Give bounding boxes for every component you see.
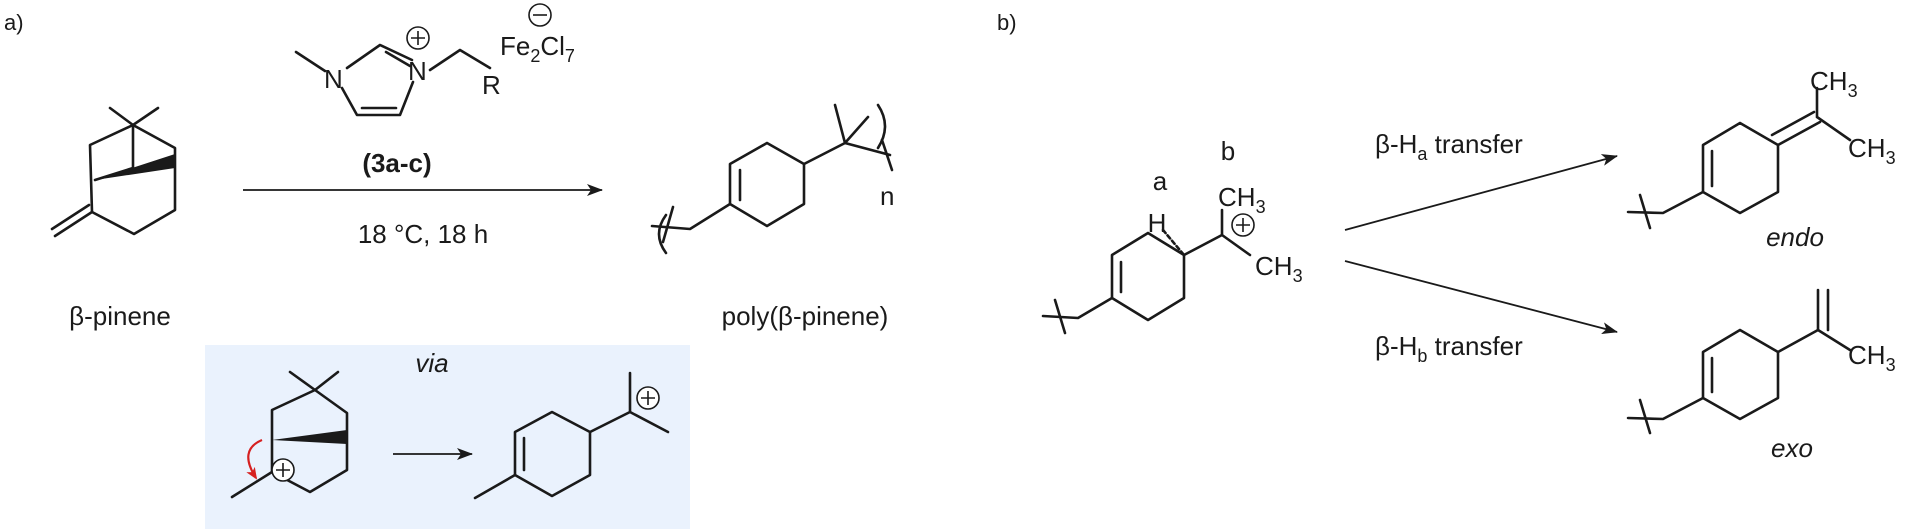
panel-label-a: a) bbox=[4, 10, 24, 35]
ch3-top: CH3 bbox=[1218, 182, 1266, 217]
catalyst-n2: N bbox=[408, 56, 427, 86]
beta-pinene-structure bbox=[50, 106, 177, 238]
carbocation-charge-icon bbox=[1231, 213, 1255, 237]
site-a-label: a bbox=[1153, 166, 1168, 196]
site-b-label: b bbox=[1221, 136, 1235, 166]
exo-product-structure bbox=[1626, 288, 1852, 435]
catalyst-anion: Fe2Cl7 bbox=[500, 31, 575, 66]
menthenyl-charge-icon bbox=[636, 386, 660, 410]
endo-product-structure bbox=[1626, 86, 1852, 230]
repeat-index: n bbox=[880, 181, 894, 211]
via-box bbox=[205, 345, 690, 529]
lower-transfer-label: β-Hb transfer bbox=[1375, 331, 1523, 366]
product-label: poly(β-pinene) bbox=[722, 301, 889, 331]
imidazolium-catalyst bbox=[294, 43, 492, 117]
endo-label: endo bbox=[1766, 222, 1824, 252]
reaction-conditions: 18 °C, 18 h bbox=[358, 219, 488, 249]
endo-ch3-top: CH3 bbox=[1810, 66, 1858, 101]
endo-ch3-bottom: CH3 bbox=[1848, 133, 1896, 168]
catalyst-n1: N bbox=[324, 64, 343, 94]
pinanyl-cation-structure bbox=[230, 370, 349, 499]
h-atom: H bbox=[1148, 208, 1167, 238]
poly-beta-pinene-structure bbox=[650, 103, 894, 255]
ch3-bottom: CH3 bbox=[1255, 251, 1303, 286]
exo-label: exo bbox=[1771, 433, 1813, 463]
menthenyl-cation-structure bbox=[473, 371, 670, 500]
anion-charge-icon bbox=[528, 3, 552, 27]
exo-ch3: CH3 bbox=[1848, 340, 1896, 375]
catalyst-label: (3a-c) bbox=[362, 148, 431, 178]
cation-charge-icon bbox=[406, 26, 430, 50]
upper-transfer-arrow bbox=[1344, 154, 1618, 231]
via-label: via bbox=[415, 348, 448, 378]
carbocation-chain-structure bbox=[1041, 208, 1252, 335]
panel-label-b: b) bbox=[997, 10, 1017, 35]
lower-transfer-arrow bbox=[1344, 260, 1618, 335]
reactant-label: β-pinene bbox=[69, 301, 171, 331]
pinanyl-charge-icon bbox=[271, 458, 295, 482]
catalyst-r-group: R bbox=[482, 70, 501, 100]
upper-transfer-label: β-Ha transfer bbox=[1375, 129, 1523, 164]
